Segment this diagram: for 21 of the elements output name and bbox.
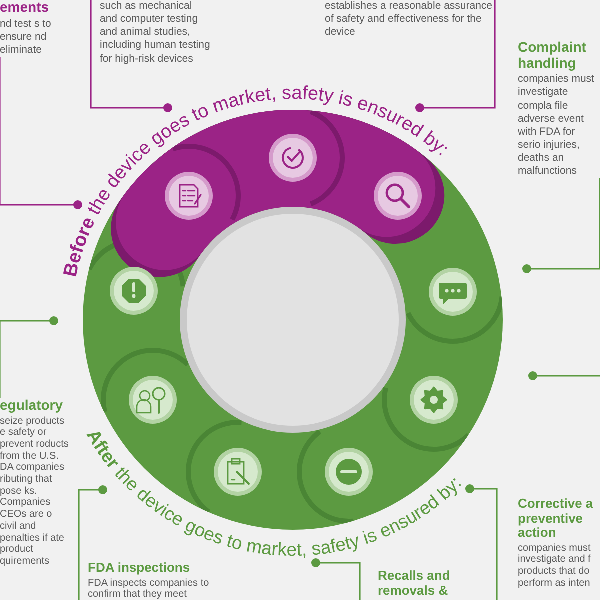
section-heading: Corrective a preventive action [518,497,594,541]
description-text: establishes a reasonable assurance of safety and effectiveness for the device [325,0,494,40]
leader-line [466,484,498,600]
section-heading: Recalls and removals & [378,569,452,598]
section-heading: ements [0,0,50,16]
section-heading: FDA inspections [88,561,192,576]
leader-line [416,0,496,112]
leader-line [0,57,82,210]
description-text: companies must investigate compla file adverse event with FDA for serio injuries, deaths an malfunctions [518,73,596,178]
description-text: nd test s to ensure nd eliminate [0,18,52,58]
section-heading: Complaint handling [518,40,588,72]
section-heading: egulatory [0,398,64,414]
description-text: such as mechanical and computer testing and animal studies, including human testing for high-risk devices [100,0,211,66]
leader-line [0,316,58,398]
leader-line [312,558,361,600]
description-text: seize products e safety or prevent roducts from the U.S. DA companies ributing that pose ks. Companies CEOs are o civil and penalties if ate product quirements [0,416,70,568]
leader-line [522,178,600,274]
description-text: FDA inspects companies to confirm that they meet [88,578,210,600]
leader-line [78,486,108,600]
description-text: companies must investigate and f products that do perform as inten [518,542,592,590]
leader-line [90,0,172,112]
